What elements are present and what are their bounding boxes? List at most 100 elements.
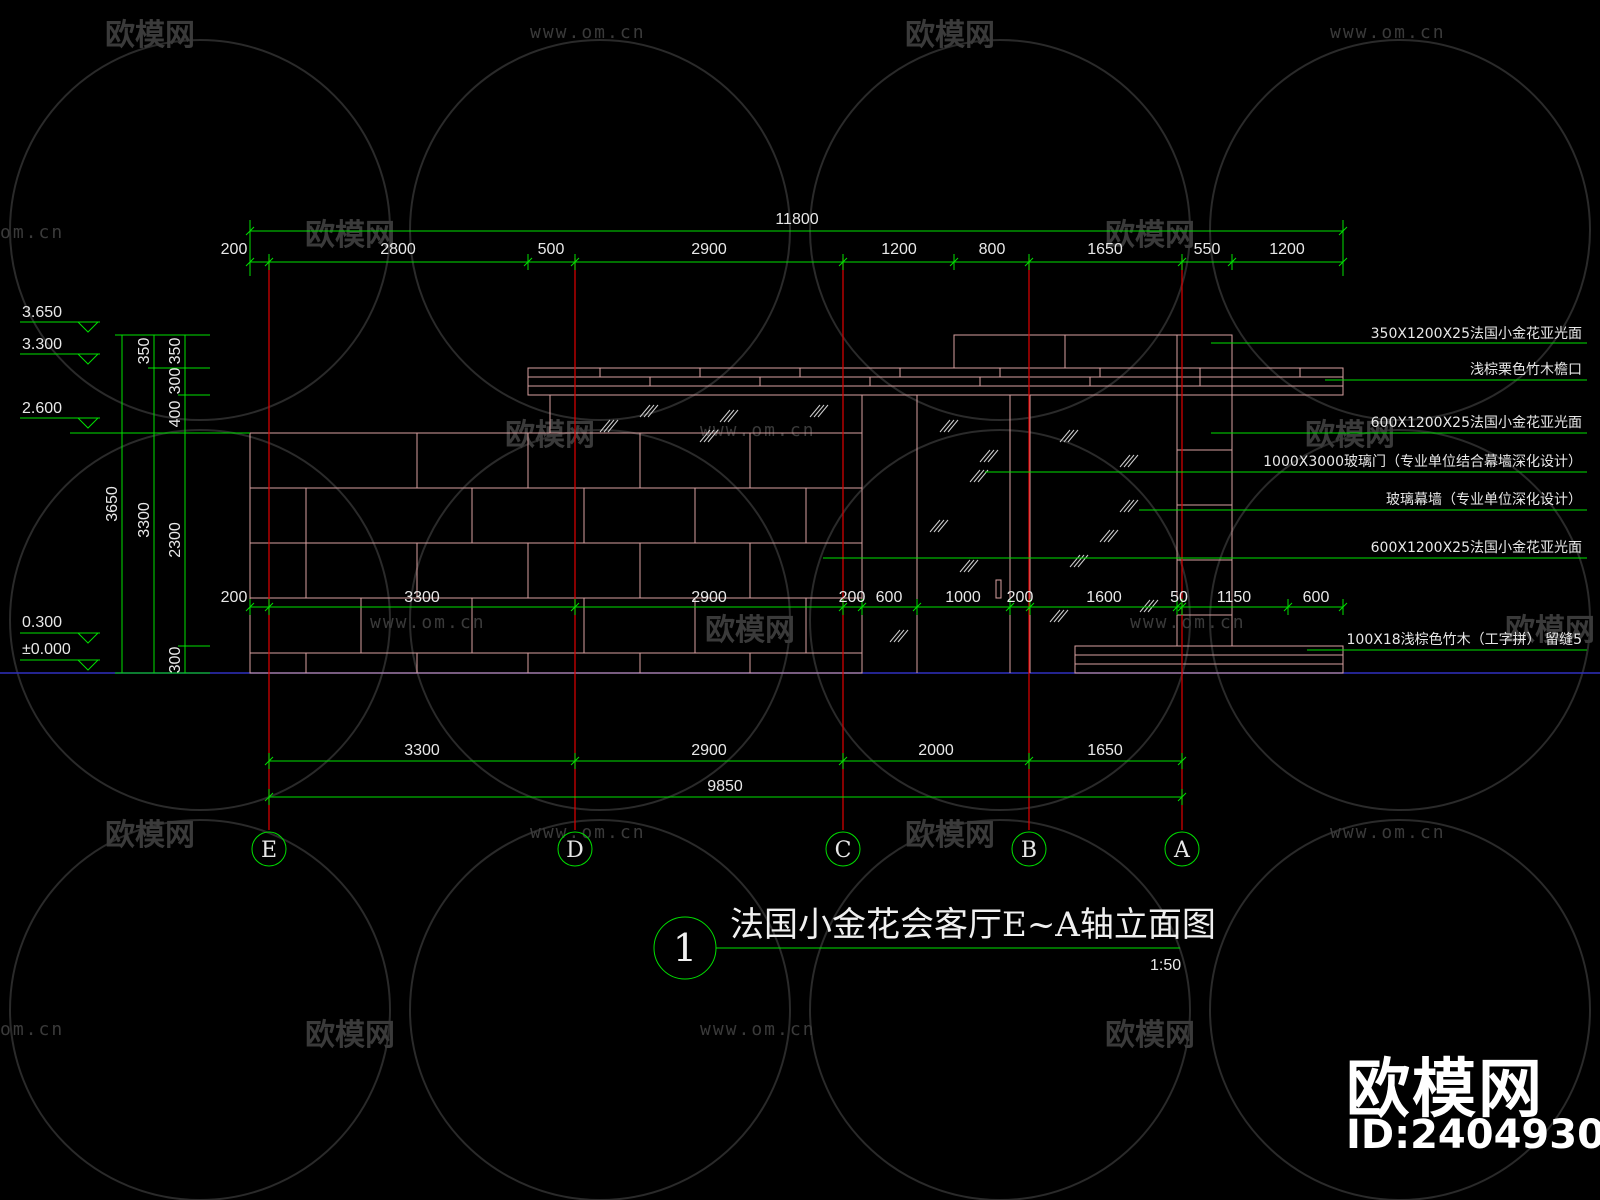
dim-mid-1: 200 [221,589,248,606]
glass-hatch-stroke [603,419,615,433]
watermark-brand: 欧模网 [305,218,395,253]
glass-hatch-stroke [959,559,971,573]
watermark-url-short: om.cn [0,1019,64,1040]
glass-hatch-stroke [1059,429,1071,443]
glass-hatch-stroke [1143,599,1155,613]
dimension-lines [20,220,1587,980]
dim-mid-5: 600 [876,589,903,606]
glass-hatch-stroke [983,449,995,463]
glass-hatch-stroke [973,469,985,483]
glass-hatch-stroke [947,419,959,433]
watermark-brand: 欧模网 [905,18,995,53]
glass-hatch-stroke [889,629,901,643]
dim-vertical-350b: 350 [136,338,153,365]
axis-lines [268,258,1183,830]
axis-bubbles: E D C B A [261,838,1191,863]
dim-bottom-4: 1650 [1087,742,1123,759]
building-outline [249,334,1344,674]
glass-hatch-stroke [1063,429,1075,443]
watermark-url: www.om.cn [1330,822,1446,843]
glass-hatch-stroke [969,469,981,483]
note-timber-deck: 100X18浅棕色竹木（工字拼） 留缝5 [1347,631,1582,648]
glass-hatch-stroke [599,419,611,433]
glass-hatch-stroke [607,419,619,433]
dim-bottom-3: 2000 [918,742,954,759]
glass-hatch-stroke [1073,554,1085,568]
glass-hatch-stroke [813,404,825,418]
dim-vertical-300: 300 [167,368,184,395]
glass-hatch-stroke [933,519,945,533]
glass-hatch-stroke [979,449,991,463]
watermark-circle [1209,429,1591,811]
glass-hatch-stroke [943,419,955,433]
asset-id: ID:2404930 [1346,1112,1600,1158]
dim-mid-10: 1150 [1217,589,1252,606]
dim-top-7: 1650 [1087,241,1123,258]
watermark-circle [1209,39,1591,421]
watermark-circle [9,39,391,421]
dim-vertical-outer: 3650 [104,486,121,522]
watermark-brand: 欧模网 [105,18,195,53]
glass-hatch-stroke [1057,609,1069,623]
note-column-stone: 600X1200X25法国小金花亚光面 [1371,415,1582,431]
glass-hatch-stroke [1067,429,1079,443]
dim-mid-4: 200 [839,589,866,606]
dim-top-8: 550 [1194,241,1221,258]
watermark-brand: 欧模网 [705,613,795,648]
glass-hatch-stroke [817,404,829,418]
dim-vertical-2300: 2300 [167,522,184,558]
dimension-texts: 11800 200 2800 500 2900 1200 800 1650 55… [104,211,1329,795]
watermark-layer: 欧模网欧模网欧模网欧模网欧模网欧模网欧模网欧模网欧模网欧模网欧模网欧模网www.… [0,18,1595,1200]
dim-mid-2: 3300 [404,589,440,606]
glass-hatch-stroke [1123,499,1135,513]
glass-hatch-stroke [967,559,979,573]
watermark-url: www.om.cn [530,22,646,43]
dim-overall-bottom: 9850 [707,778,743,795]
glass-hatch-stroke [1053,609,1065,623]
level-3300: 3.300 [22,336,62,353]
dim-overall-top: 11800 [775,211,818,228]
watermark-url-short: om.cn [0,222,64,243]
axis-label-d: D [566,838,584,863]
drawing-scale: 1:50 [1150,957,1181,974]
glass-hatch-stroke [1127,454,1139,468]
glass-hatch-stroke [727,409,739,423]
watermark-circle [809,819,1191,1200]
glass-hatch-stroke [647,404,659,418]
watermark-url: www.om.cn [700,420,816,441]
watermark-circle [9,819,391,1200]
dim-top-9: 1200 [1269,241,1305,258]
dim-mid-9: 50 [1170,589,1188,606]
glass-hatch-stroke [939,419,951,433]
level-0000: ±0.000 [22,641,71,658]
dim-top-6: 800 [979,241,1006,258]
level-2600: 2.600 [22,400,62,417]
note-glass-door: 1000X3000玻璃门（专业单位结合幕墙深化设计） [1263,453,1582,470]
glass-hatch-stroke [809,404,821,418]
glass-hatch-stroke [1099,529,1111,543]
dim-vertical-300-base: 300 [167,647,184,674]
watermark-url: www.om.cn [700,1019,816,1040]
level-labels: 3.650 3.300 2.600 0.300 ±0.000 [22,304,71,658]
dim-vertical-400: 400 [167,401,184,428]
glass-hatch-stroke [1139,599,1151,613]
watermark-circle [1209,819,1591,1200]
dim-mid-8: 1600 [1086,589,1122,606]
glass-hatch-stroke [1049,609,1061,623]
dim-mid-7: 200 [1007,589,1034,606]
dim-top-5: 1200 [881,241,917,258]
dim-vertical-350a: 350 [167,338,184,365]
dim-mid-6: 1000 [945,589,981,606]
watermark-circle [9,429,391,811]
glass-hatch-stroke [707,429,719,443]
glass-hatch-stroke [1123,454,1135,468]
glass-hatch-stroke [643,404,655,418]
glass-hatch-stroke [699,429,711,443]
brand-logo-text: 欧模网 [1346,1053,1544,1127]
glass-hatch-stroke [1103,529,1115,543]
drawing-title-block: 1 法国小金花会客厅E~A轴立面图 1:50 [673,905,1216,974]
glass-hatch-stroke [897,629,909,643]
title-number: 1 [673,926,697,970]
watermark-url: www.om.cn [1130,612,1246,633]
